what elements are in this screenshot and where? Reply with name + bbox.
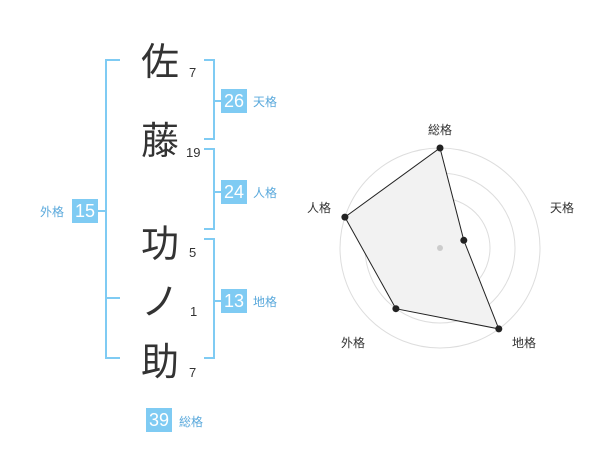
- tenkaku-badge: 26: [221, 89, 247, 113]
- radar-center-dot: [437, 245, 443, 251]
- stroke-count-1: 7: [189, 65, 197, 80]
- radar-point-5: [341, 213, 349, 221]
- radar-point-3: [495, 325, 503, 333]
- radar-data-polygon: [344, 147, 500, 330]
- tenkaku-bracket: [204, 59, 215, 140]
- name-char-1: 佐: [141, 40, 180, 84]
- gaikaku-badge: 15: [72, 199, 98, 223]
- stroke-count-2: 19: [186, 145, 201, 160]
- chikaku-bracket: [204, 238, 215, 359]
- radar-axis-label-soukaku: 総格: [428, 122, 452, 137]
- gaikaku-bracket: [105, 59, 120, 359]
- gaikaku-label: 外格: [40, 205, 65, 219]
- chikaku-badge: 13: [221, 289, 247, 313]
- radar-axis-label-jinkaku: 人格: [307, 200, 331, 215]
- jinkaku-badge: 24: [221, 180, 247, 204]
- radar-axis-label-tenkaku: 天格: [550, 200, 574, 215]
- name-char-2: 藤: [141, 119, 180, 163]
- radar-points: [341, 144, 503, 333]
- stroke-count-3: 5: [189, 245, 197, 260]
- jinkaku-label: 人格: [253, 186, 278, 200]
- chikaku-label: 地格: [253, 295, 278, 309]
- name-char-3: 功: [141, 222, 180, 266]
- name-char-5: 助: [141, 340, 180, 384]
- soukaku-label: 総格: [179, 415, 204, 429]
- radar-point-2: [460, 236, 468, 244]
- radar-axis-label-gaikaku: 外格: [341, 335, 365, 350]
- stroke-count-5: 7: [189, 365, 197, 380]
- jinkaku-bracket: [204, 148, 215, 230]
- soukaku-badge: 39: [146, 408, 172, 432]
- name-char-4: ノ: [141, 280, 180, 324]
- stroke-count-4: 1: [190, 304, 198, 319]
- radar-point-1: [436, 144, 444, 152]
- radar-point-4: [392, 305, 400, 313]
- tenkaku-label: 天格: [253, 95, 278, 109]
- radar-axis-label-chikaku: 地格: [512, 335, 536, 350]
